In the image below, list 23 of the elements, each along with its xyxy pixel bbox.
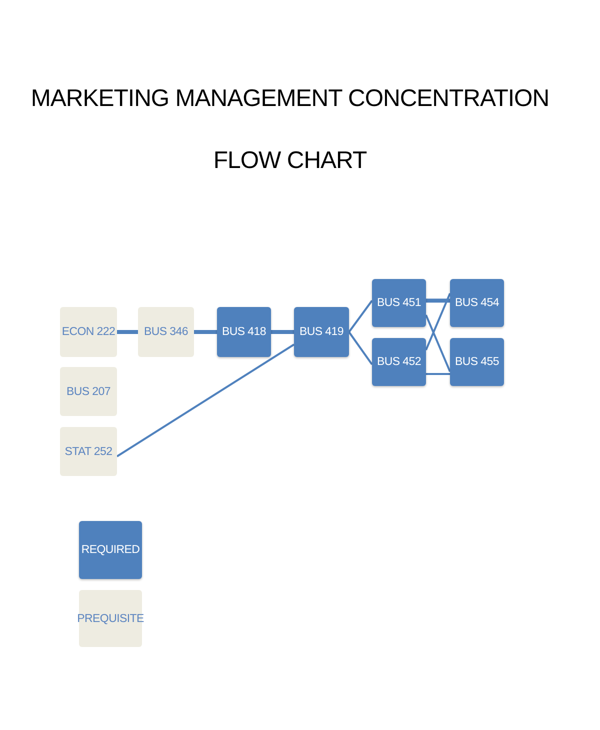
course-box: BUS 207 (60, 367, 117, 416)
course-box: ECON 222 (60, 307, 117, 357)
course-box: BUS 418 (217, 307, 271, 357)
course-box: STAT 252 (60, 427, 117, 476)
connector-line (117, 330, 138, 334)
chart-title: MARKETING MANAGEMENT CONCENTRATION FLOW CHART (30, 84, 550, 176)
connector-line (425, 314, 451, 372)
connector-line (426, 298, 450, 303)
course-box: BUS 452 (372, 338, 426, 386)
course-box: BUS 419 (294, 307, 349, 357)
legend-key: REQUIRED (79, 521, 142, 579)
legend-key: PREQUISITE (79, 590, 142, 647)
connector-line (194, 330, 217, 334)
connector-line (426, 373, 450, 375)
connector-line (116, 344, 295, 458)
connector-line (425, 293, 451, 350)
connector-line (348, 331, 373, 365)
connector-line (271, 330, 294, 334)
course-box: BUS 455 (450, 338, 504, 386)
course-box: BUS 451 (372, 279, 426, 327)
course-box: BUS 346 (138, 307, 194, 357)
course-box: BUS 454 (450, 279, 504, 327)
connector-line (348, 300, 373, 333)
